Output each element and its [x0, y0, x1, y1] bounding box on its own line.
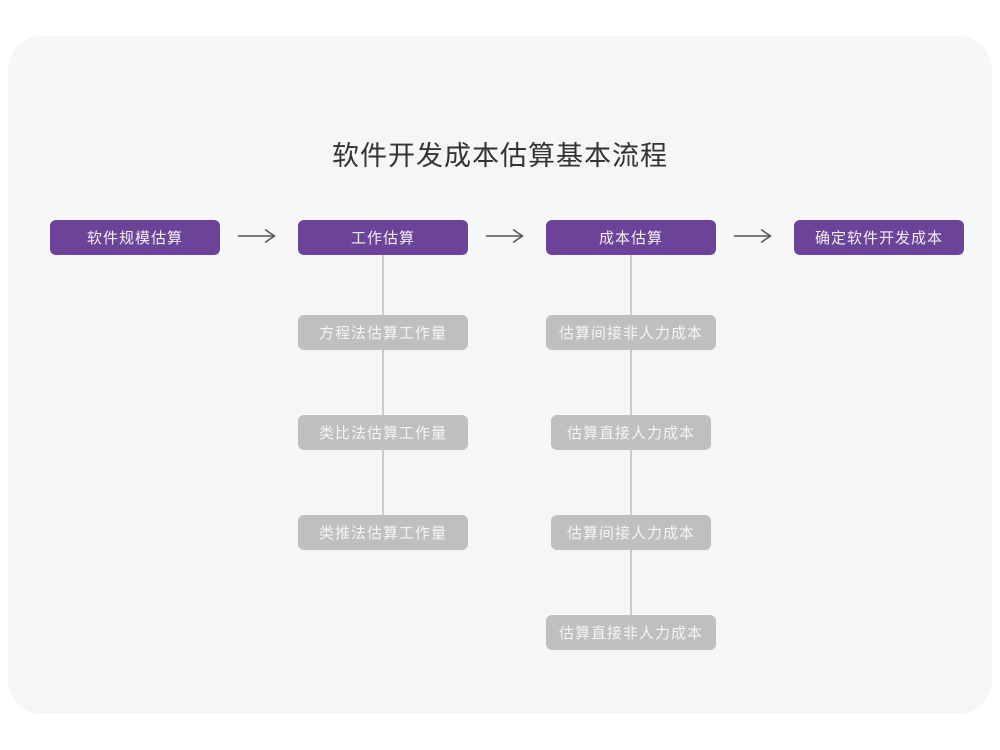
diagram-title: 软件开发成本估算基本流程: [332, 141, 668, 171]
cost-node-indirect-labor: 估算间接人力成本: [551, 515, 711, 550]
flow-node-determine-dev-cost: 确定软件开发成本: [794, 220, 964, 255]
arrow-right-icon: [486, 228, 524, 244]
work-method-node-extrapolation: 类推法估算工作量: [298, 515, 468, 550]
cost-node-indirect-nonlabor: 估算间接非人力成本: [546, 315, 716, 350]
cost-node-direct-nonlabor: 估算直接非人力成本: [546, 615, 716, 650]
arrow-right-icon: [238, 228, 276, 244]
work-method-node-equation: 方程法估算工作量: [298, 315, 468, 350]
arrow-right-icon: [734, 228, 772, 244]
work-method-node-analogy: 类比法估算工作量: [298, 415, 468, 450]
cost-node-direct-labor: 估算直接人力成本: [551, 415, 711, 450]
flow-node-software-scale-estimation: 软件规模估算: [50, 220, 220, 255]
flow-node-cost-estimation: 成本估算: [546, 220, 716, 255]
flow-node-work-estimation: 工作估算: [298, 220, 468, 255]
flowchart-card: 软件开发成本估算基本流程 软件规模估算 工作估算 成本估算 确定软件开发成本 方…: [8, 36, 992, 714]
work-column-connector-line: [382, 255, 384, 517]
